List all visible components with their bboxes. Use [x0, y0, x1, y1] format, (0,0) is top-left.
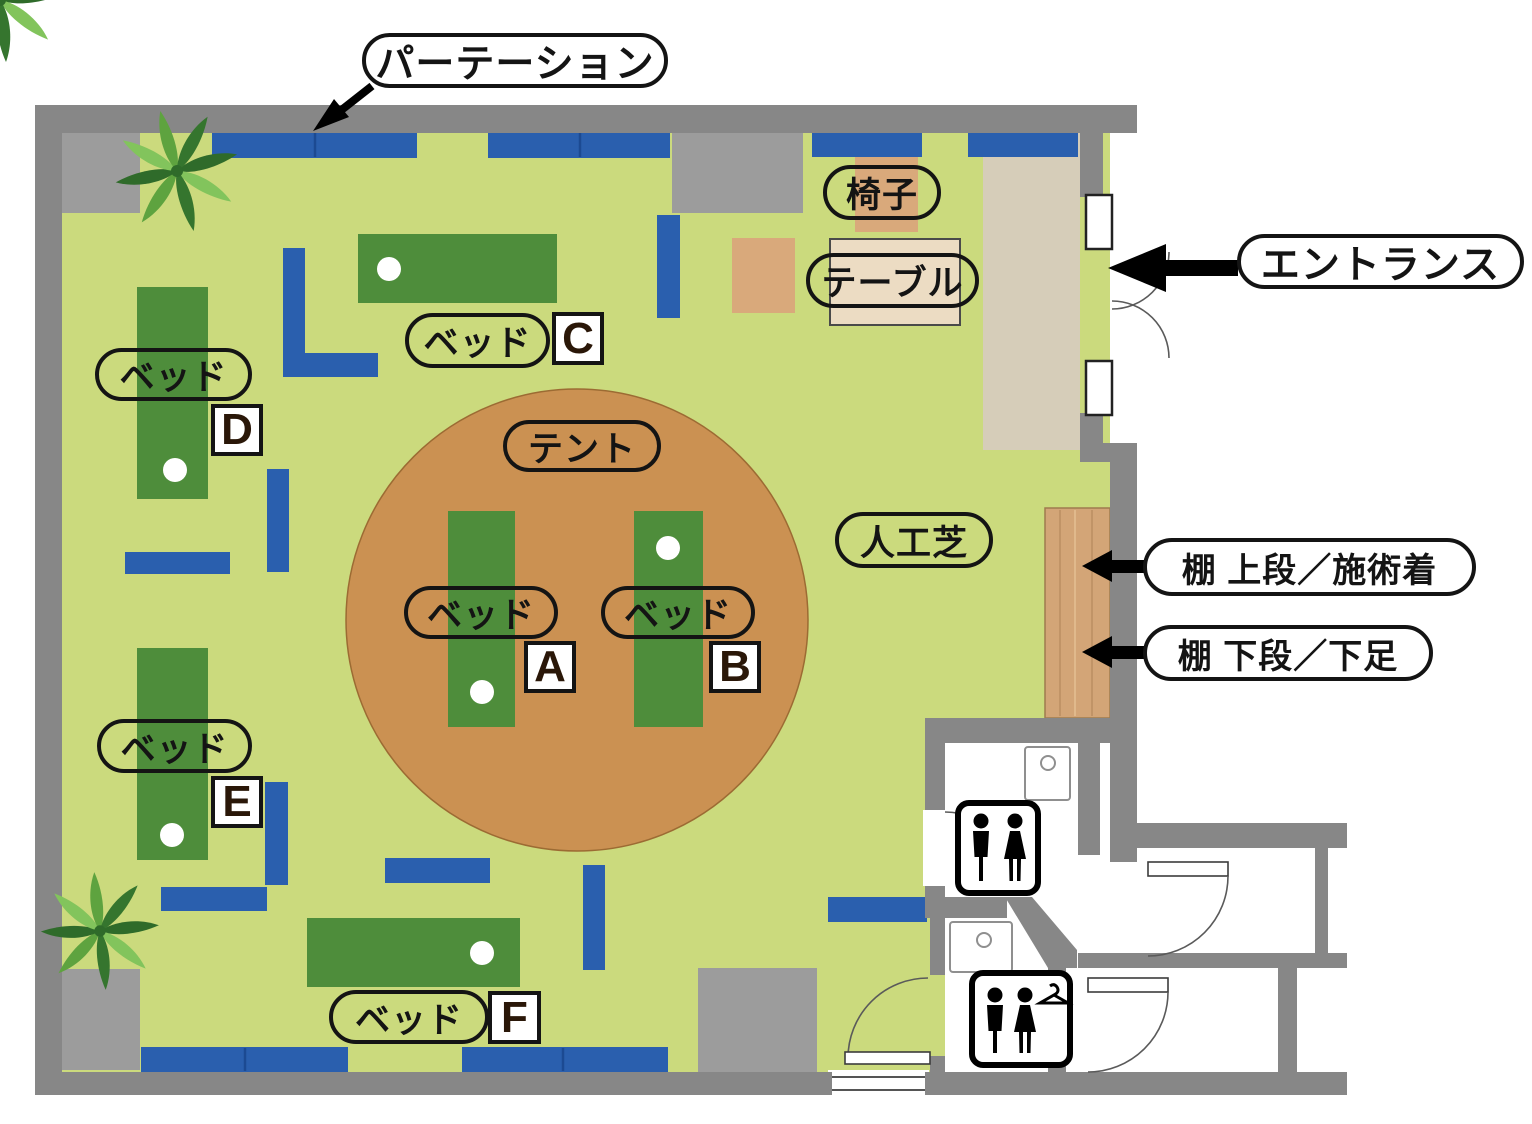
stool-rect — [732, 238, 795, 313]
partition-label: パーテーション — [362, 33, 668, 88]
sinks — [949, 746, 1071, 973]
bottom-opening — [826, 1070, 931, 1097]
fitting-room-sign-icon — [969, 970, 1074, 1068]
beds — [137, 234, 703, 987]
wall-column — [672, 131, 803, 213]
bed-b-pillow — [656, 536, 680, 560]
east-wall-lower — [1278, 968, 1297, 1072]
bed-e-pillow — [160, 823, 184, 847]
wall-left — [35, 105, 62, 1095]
partition-segment — [161, 887, 267, 911]
door-leaf — [844, 1051, 931, 1065]
bed-a-pillow — [470, 680, 494, 704]
bed-e-letter: E — [211, 776, 263, 828]
diagonal-wall — [1005, 897, 1077, 968]
door-leaf — [1087, 977, 1169, 993]
restroom-divider-wall — [925, 897, 1007, 918]
partition-segment — [583, 865, 605, 970]
partition-segment — [385, 858, 490, 883]
shoe-and-garment-shelf — [1044, 507, 1111, 719]
door-swing-arc — [1147, 875, 1229, 957]
door-swing-arc — [1111, 300, 1170, 359]
shelf-lower-label: 棚 下段／下足 — [1143, 625, 1433, 681]
fitting-room-left-wall — [930, 1056, 945, 1072]
wall-columns — [57, 131, 817, 1072]
bed-c-letter: C — [552, 312, 604, 365]
sink-drain — [976, 932, 992, 948]
door-leaf — [1147, 861, 1229, 877]
door-swing-arc — [1087, 991, 1169, 1073]
bed-f-pillow — [470, 941, 494, 965]
partition-segment — [283, 353, 378, 377]
wall-column — [698, 968, 817, 1072]
wall-top — [35, 105, 1137, 133]
partition-segment — [462, 1047, 668, 1072]
bed-d-label: ベッド — [95, 348, 252, 401]
bed-f-label: ベッド — [329, 990, 489, 1044]
entry-corridor-floor — [983, 133, 1080, 450]
partition-segment — [125, 552, 230, 574]
partitions — [125, 131, 1078, 1072]
door-opening — [923, 810, 947, 886]
door-jamb — [1084, 193, 1114, 251]
bed-b-letter: B — [709, 641, 761, 693]
table-label: テーブル — [806, 253, 979, 308]
entrance-label: エントランス — [1237, 234, 1524, 289]
tent-area — [345, 388, 809, 852]
partition-arrow-icon — [313, 82, 375, 131]
bed-d-pillow — [163, 458, 187, 482]
partition-segment — [657, 215, 680, 318]
shelf-upper-label: 棚 上段／施術着 — [1143, 538, 1476, 596]
turf-label: 人工芝 — [835, 512, 993, 568]
palm-tree-icon — [0, 0, 49, 62]
restroom-door — [923, 810, 1022, 889]
bed-b-label: ベッド — [601, 586, 755, 639]
restroom-left-wall — [925, 743, 945, 812]
bed-f-letter: F — [488, 991, 541, 1044]
bed-a-label: ベッド — [404, 586, 558, 639]
east-wall-mid — [1078, 953, 1347, 968]
door-jamb — [1084, 359, 1114, 417]
fitting-room-left-wall — [930, 918, 945, 975]
shelf-lower-arrow-icon — [1082, 636, 1144, 668]
east-doors — [1087, 861, 1229, 1073]
wall-column — [57, 969, 140, 1070]
chair-label: 椅子 — [823, 165, 941, 220]
partition-segment — [283, 248, 305, 355]
bed-e-label: ベッド — [97, 719, 252, 773]
tent-label: テント — [503, 420, 661, 472]
wall-bottom-east — [927, 1072, 1347, 1095]
partition-segment — [267, 469, 289, 572]
east-wall-top — [1137, 823, 1347, 848]
bed-d-letter: D — [211, 404, 263, 456]
restroom-right-wall — [1078, 743, 1100, 855]
partition-segment — [968, 131, 1078, 157]
partition-segment — [812, 131, 922, 157]
bed-c-pillow — [377, 257, 401, 281]
fitting-room-door — [844, 977, 931, 1065]
restroom-sign-icon — [955, 800, 1041, 896]
wall-bottom-west — [35, 1072, 830, 1095]
hanger-icon — [1034, 983, 1074, 1005]
shelf-upper-arrow-icon — [1082, 550, 1144, 582]
partition-segment — [265, 782, 288, 885]
east-wall-right — [1315, 848, 1328, 953]
sink-drain — [1040, 755, 1056, 771]
door-swing-arc — [847, 977, 929, 1059]
partition-segment — [828, 897, 927, 922]
sink — [1024, 746, 1071, 801]
wall-right-upper — [1080, 131, 1103, 197]
entrance-door — [1084, 193, 1170, 417]
callout-arrows — [313, 82, 1238, 668]
threshold — [828, 1070, 929, 1097]
restroom-top-wall — [925, 718, 1110, 743]
entrance-arrow-icon — [1108, 244, 1238, 292]
bed-c-label: ベッド — [405, 313, 550, 368]
bed-a-letter: A — [524, 641, 576, 693]
